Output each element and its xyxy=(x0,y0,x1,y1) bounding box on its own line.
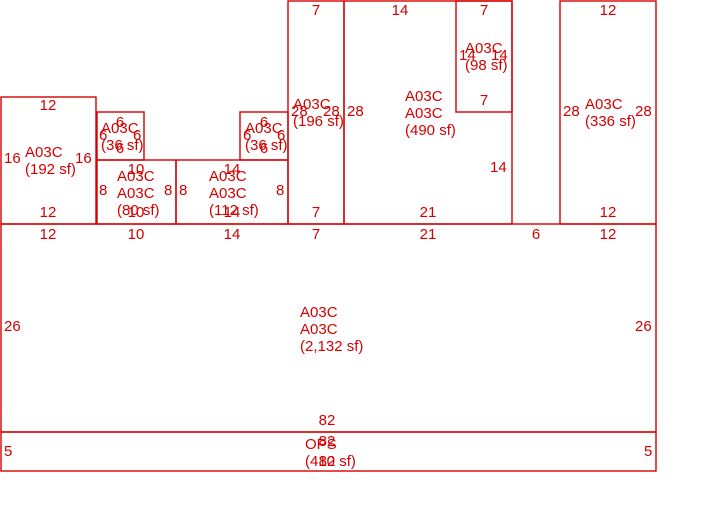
room-r11-label: OPS(410 sf) xyxy=(305,436,356,470)
room-r8-dim-right: 14 xyxy=(491,47,508,64)
room-r4-dim-left: 8 xyxy=(179,182,187,199)
room-r11-dim-bottom: 82 xyxy=(319,453,336,470)
room-r9-dim-bottom: 12 xyxy=(600,204,617,221)
room-r10-dim-top-segment: 14 xyxy=(224,226,241,243)
room-r2-label: A03C(36 sf) xyxy=(101,120,144,154)
room-r6-dim-top: 7 xyxy=(312,2,320,19)
room-r6-dim-bottom: 7 xyxy=(312,204,320,221)
room-r8-outline xyxy=(455,0,513,113)
room-r9-label: A03C(336 sf) xyxy=(585,96,636,130)
room-r9-dim-left: 28 xyxy=(563,103,580,120)
room-r11-dim-top: 82 xyxy=(319,433,336,450)
room-r2-dim-right: 6 xyxy=(133,127,141,144)
room-r6-dim-right: 28 xyxy=(323,103,340,120)
room-r1-dim-bottom: 12 xyxy=(40,204,57,221)
room-r6-dim-left: 28 xyxy=(291,103,308,120)
room-r4-dim-top: 14 xyxy=(224,161,241,178)
room-r3-dim-right: 8 xyxy=(164,182,172,199)
room-r2-dim-top: 6 xyxy=(116,114,124,131)
room-r8-dim-top: 7 xyxy=(480,2,488,19)
room-r6-label: A03C(196 sf) xyxy=(293,96,344,130)
room-r4-dim-bottom: 14 xyxy=(224,204,241,221)
room-r10-dim-top-segment: 7 xyxy=(312,226,320,243)
room-r10-dim-bottom: 82 xyxy=(319,412,336,429)
room-r5-dim-top: 6 xyxy=(260,114,268,131)
room-r8-dim-left: 14 xyxy=(459,47,476,64)
room-r8-dim-bottom: 7 xyxy=(480,92,488,109)
room-r5-dim-left: 6 xyxy=(243,127,251,144)
room-r10-dim-top-segment: 12 xyxy=(600,226,617,243)
room-r10-dim-top-segment: 6 xyxy=(532,226,540,243)
room-r11-dim-right: 5 xyxy=(644,443,652,460)
room-r10-dim-top-segment: 10 xyxy=(128,226,145,243)
room-r7-dim-bottom: 21 xyxy=(420,204,437,221)
room-r3-dim-bottom: 10 xyxy=(128,204,145,221)
room-r5-label: A03C(36 sf) xyxy=(245,120,288,154)
room-r9-dim-top: 12 xyxy=(600,2,617,19)
room-r1-dim-right: 16 xyxy=(75,150,92,167)
room-r2-dim-left: 6 xyxy=(99,127,107,144)
room-r1-dim-left: 16 xyxy=(4,150,21,167)
room-r1-label: A03C(192 sf) xyxy=(25,144,76,178)
room-r10-dim-left: 26 xyxy=(4,318,21,335)
room-r5-dim-right: 6 xyxy=(277,127,285,144)
room-r7-dim-top: 14 xyxy=(392,2,409,19)
room-r4-dim-right: 8 xyxy=(276,182,284,199)
room-r9-dim-right: 28 xyxy=(635,103,652,120)
room-r10-dim-top-segment: 12 xyxy=(40,226,57,243)
room-r11-outline xyxy=(0,431,657,472)
room-r2-dim-bottom: 6 xyxy=(116,140,124,157)
room-r10-dim-top-segment: 21 xyxy=(420,226,437,243)
room-r7-dim-right: 14 xyxy=(490,159,507,176)
room-r3-dim-left: 8 xyxy=(99,182,107,199)
room-r10-dim-right: 26 xyxy=(635,318,652,335)
room-r3-dim-top: 10 xyxy=(128,161,145,178)
room-r1-dim-top: 12 xyxy=(40,97,57,114)
room-r8-label: A03C(98 sf) xyxy=(465,40,508,74)
room-r7-dim-left: 28 xyxy=(347,103,364,120)
room-r5-dim-bottom: 6 xyxy=(260,140,268,157)
room-r11-dim-left: 5 xyxy=(4,443,12,460)
